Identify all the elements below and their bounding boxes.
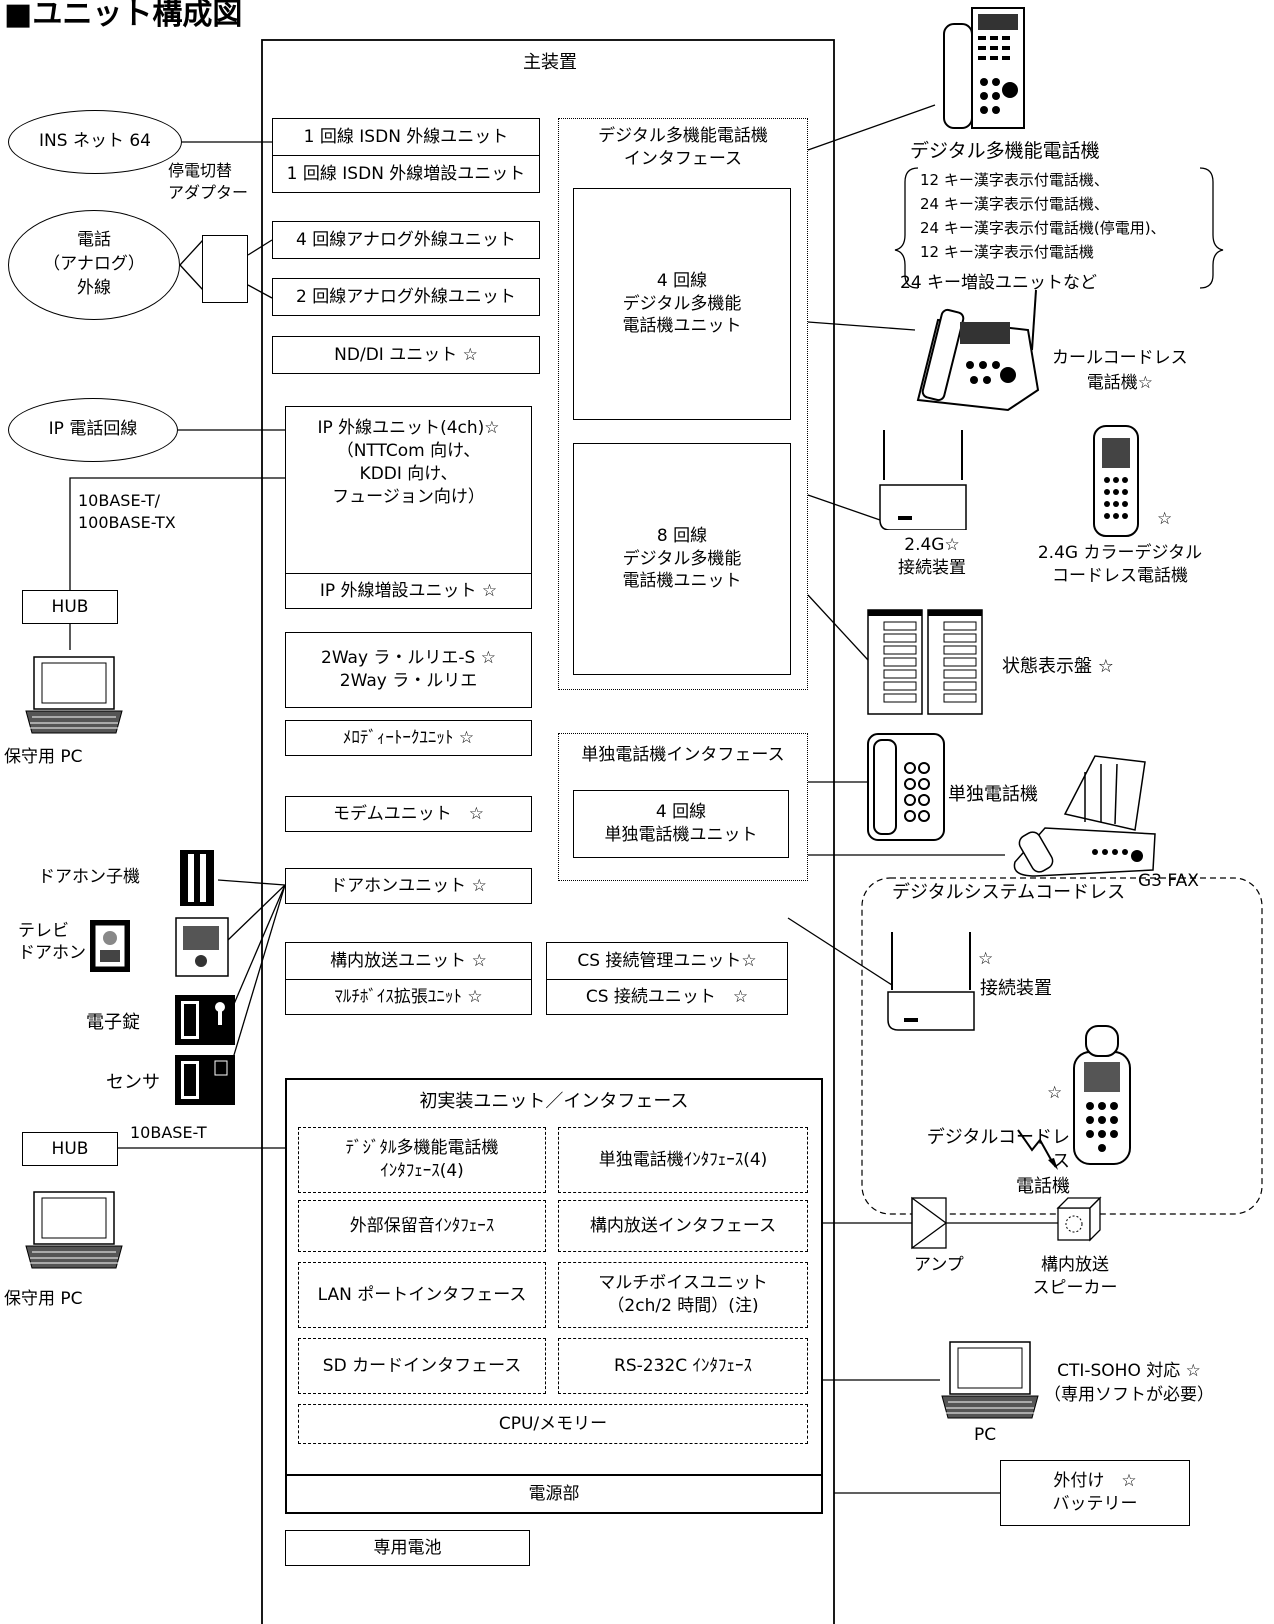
maintenance-pc-label-2: 保守用 PC [4,1289,83,1309]
fax-label: G3 FAX [1138,871,1199,891]
sensor-icon [175,1055,235,1105]
digital-8-line-unit: 8 回線 デジタル多機能 電話機ユニット [573,443,791,675]
cti-soho-label: CTI-SOHO 対応 ☆ （専用ソフトが必要） [1044,1361,1214,1405]
hub-2: HUB [22,1132,118,1166]
wireless-icon [1017,1129,1055,1166]
dsc-cordless-phone-icon [1073,1025,1131,1165]
sensor-label: センサ [106,1072,160,1093]
maintenance-pc-label-1: 保守用 PC [4,747,83,767]
power-unit: 電源部 [285,1474,823,1514]
initial-digital-interface: ﾃﾞｼﾞﾀﾙ多機能電話機 ｲﾝﾀﾌｪｰｽ(4) [298,1127,546,1193]
initial-hold-music-interface: 外部保留音ｲﾝﾀﾌｪｰｽ [298,1200,546,1252]
speaker-icon [1056,1196,1102,1242]
initial-sd-card-interface: SD カードインタフェース [298,1338,546,1394]
paging-unit: 構内放送ユニット ☆ [285,942,532,980]
single-phone-label: 単独電話機 [948,784,1038,805]
amp-icon [911,1196,948,1250]
page-title: ■ユニット構成図 [4,0,243,32]
isdn-extension-unit: 1 回線 ISDN 外線増設ユニット [272,155,540,193]
ip-external-unit: IP 外線ユニット(4ch)☆ （NTTCom 向け、 KDDI 向け、 フュー… [285,406,532,574]
initial-implementation-title: 初実装ユニット／インタフェース [419,1091,689,1112]
doorphone-child-label: ドアホン子機 [38,867,140,887]
dsc-base-station-icon [887,932,975,1031]
melody-talk-unit: ﾒﾛﾃﾞｨｰﾄｰｸﾕﾆｯﾄ ☆ [285,720,532,756]
digital-phone-icon [943,7,1025,129]
digital-4-line-unit: 4 回線 デジタル多機能 電話機ユニット [573,188,791,420]
digital-phone-interface-title: デジタル多機能電話機 インタフェース [598,126,768,169]
doorphone-child-icon [180,850,214,906]
initial-lan-interface: LAN ポートインタフェース [298,1262,546,1328]
single-4-line-unit: 4 回線 単独電話機ユニット [573,790,789,858]
carl-cordless-phone-icon [916,290,1040,412]
doorphone-unit: ドアホンユニット ☆ [285,868,532,904]
tv-doorphone-label: テレビ ドアホン [18,921,86,964]
initial-rs232c-interface: RS-232C ｲﾝﾀﾌｪｰｽ [558,1338,808,1394]
cs-connection-unit: CS 接続ユニット ☆ [546,979,788,1015]
status-panel-label: 状態表示盤 ☆ [1002,656,1114,677]
ip-phone-line: IP 電話回線 [8,398,178,462]
initial-cpu-memory: CPU/メモリー [298,1404,808,1444]
nd-di-unit: ND/DI ユニット ☆ [272,336,540,374]
pc-laptop-icon [941,1341,1039,1419]
main-unit-frame [261,39,835,1624]
external-battery: 外付け ☆ バッテリー [1000,1460,1190,1526]
initial-paging-interface: 構内放送インタフェース [558,1200,808,1252]
single-phone-icon [867,733,945,841]
lalurie-unit: 2Way ラ・ルリエ-S ☆ 2Way ラ・ルリエ [285,632,532,708]
fax-icon [1013,755,1156,877]
pc-label: PC [974,1425,997,1445]
isdn-line-unit: 1 回線 ISDN 外線ユニット [272,118,540,156]
main-unit-label: 主装置 [523,52,577,73]
analog-2-line-unit: 2 回線アナログ外線ユニット [272,278,540,316]
tv-doorphone-icon [90,917,229,977]
cs-connection-management-unit: CS 接続管理ユニット☆ [546,942,788,980]
hub-1: HUB [22,590,118,624]
multivoice-extension-unit: ﾏﾙﾁﾎﾞｲｽ拡張ﾕﾆｯﾄ ☆ [285,979,532,1015]
2.4g-phone-star: ☆ [1157,509,1173,529]
initial-multivoice-unit: マルチボイスユニット （2ch/2 時間）(注) [558,1262,808,1328]
initial-single-interface: 単独電話機ｲﾝﾀﾌｪｰｽ(4) [558,1127,808,1193]
ip-external-extension-unit: IP 外線増設ユニット ☆ [285,573,532,609]
2.4g-cordless-phone-label: 2.4G カラーデジタル コードレス電話機 [1037,543,1203,586]
modem-unit: モデムユニット ☆ [285,796,532,832]
carl-cordless-label: カールコードレス 電話機☆ [1052,348,1188,393]
dsc-phone-star: ☆ [1047,1083,1063,1103]
electronic-lock-label: 電子錠 [86,1012,140,1033]
single-phone-interface-title: 単独電話機インタフェース [581,745,785,765]
power-switch-adapter-label: 停電切替 アダプター [168,161,249,202]
ins-net64: INS ネット 64 [8,110,182,174]
2.4g-cordless-phone-icon [1093,425,1139,537]
speaker-label: 構内放送 スピーカー [1032,1255,1118,1298]
lan-speed-label: 10BASE-T/ 100BASE-TX [78,491,176,533]
laptop-icon [25,1191,123,1269]
expansion-unit-label: 24 キー増設ユニットなど [900,273,1098,293]
status-panel-icon [867,609,983,715]
dsc-base-star: ☆ [978,949,994,969]
amp-label: アンプ [914,1255,964,1275]
digital-phone-list: 12 キー漢字表示付電話機、 24 キー漢字表示付電話機、 24 キー漢字表示付… [920,171,1166,261]
dedicated-battery: 専用電池 [285,1530,530,1566]
dsc-title: デジタルシステムコードレス [892,882,1126,903]
electronic-lock-icon [175,995,235,1045]
laptop-icon [25,656,123,734]
dsc-connection-label: 接続装置 [980,978,1052,999]
power-switch-adapter [202,235,248,303]
digital-phone-title: デジタル多機能電話機 [910,140,1100,162]
2.4g-base-station-icon [879,430,967,530]
analog-4-line-unit: 4 回線アナログ外線ユニット [272,221,540,259]
dsc-phone-label: デジタルコードレス 電話機 [926,1127,1070,1197]
lan-speed-label-2: 10BASE-T [130,1123,207,1142]
2.4g-base-station-label: 2.4G☆ 接続装置 [898,535,966,578]
analog-line: 電話 （アナログ） 外線 [8,210,180,320]
